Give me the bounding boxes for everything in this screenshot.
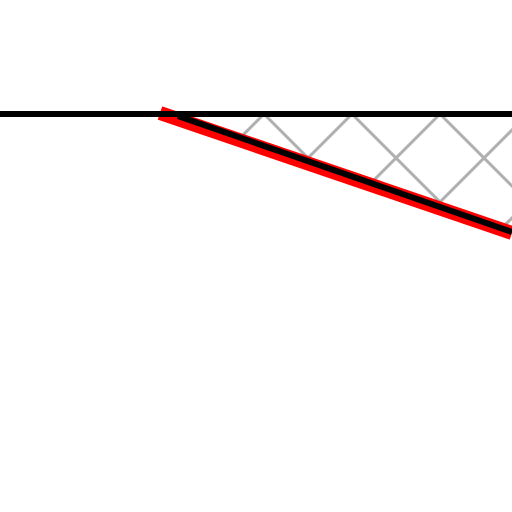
- diagonal-line: [177, 113, 512, 235]
